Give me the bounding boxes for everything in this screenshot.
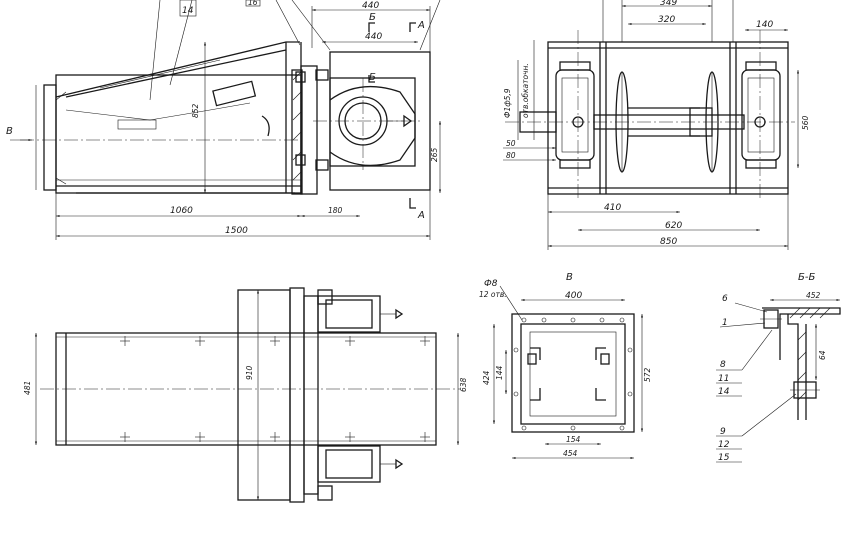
section-mark-a-top: A: [417, 20, 425, 31]
dim-440-inner: 440: [365, 32, 382, 42]
top-left-view: Б A Б A B 14 16 440 440 852 265 1060 180: [6, 0, 442, 240]
part-1: 1: [722, 318, 728, 328]
dim-410: 410: [604, 203, 621, 213]
hole-note: отв.обкаточн.: [521, 63, 530, 118]
dim-180: 180: [328, 206, 343, 215]
dim-454: 454: [563, 449, 578, 458]
part-label-16: 16: [248, 0, 258, 7]
dim-1060: 1060: [170, 206, 193, 216]
dim-64: 64: [818, 350, 827, 360]
view-b-title: B: [566, 272, 573, 283]
dim-424: 424: [482, 370, 491, 385]
part-12: 12: [718, 440, 730, 450]
dim-440-top: 440: [362, 1, 379, 11]
part-8: 8: [720, 360, 726, 370]
dim-850: 850: [660, 237, 677, 247]
dim-560: 560: [801, 115, 810, 130]
section-mark-b-bottom: Б: [369, 72, 376, 83]
part-15: 15: [718, 453, 730, 463]
dim-481: 481: [23, 381, 32, 395]
top-right-view: 349 320 140 Ф1ф5,9 отв.обкаточн. 50 80 5…: [503, 0, 810, 250]
section-bb: Б-Б 452 64 6 1 8 11 14 9: [716, 272, 841, 463]
dim-140: 140: [756, 20, 773, 30]
view-arrow-b: B: [6, 126, 13, 137]
dim-638: 638: [459, 377, 468, 392]
part-9: 9: [720, 427, 726, 437]
hole-count: 12 отв.: [479, 290, 507, 299]
hole-diameter: Ф8: [484, 279, 498, 289]
dim-320: 320: [658, 15, 675, 25]
part-14: 14: [718, 387, 730, 397]
part-label-14: 14: [182, 6, 194, 16]
dim-620: 620: [665, 221, 682, 231]
section-mark-a-bottom: A: [417, 210, 425, 221]
dim-1500: 1500: [225, 226, 248, 236]
dim-80: 80: [506, 151, 516, 160]
dim-910: 910: [245, 365, 254, 380]
dim-144: 144: [495, 365, 504, 380]
dim-154: 154: [566, 435, 581, 444]
dim-265: 265: [430, 147, 439, 162]
section-bb-title: Б-Б: [798, 272, 815, 283]
part-6: 6: [722, 294, 728, 304]
dim-452: 452: [806, 291, 821, 300]
dim-diameter: Ф1ф5,9: [503, 88, 512, 118]
dim-400: 400: [565, 291, 582, 301]
view-b: B Ф8 12 отв. 400 424 144 572 154: [479, 272, 652, 460]
part-11: 11: [718, 374, 729, 384]
dim-852: 852: [191, 103, 200, 118]
dim-572: 572: [643, 367, 652, 382]
bottom-left-view: 481 910 638: [23, 287, 468, 503]
dim-349: 349: [660, 0, 677, 8]
section-mark-b-top: Б: [369, 12, 376, 23]
dim-50: 50: [506, 139, 516, 148]
